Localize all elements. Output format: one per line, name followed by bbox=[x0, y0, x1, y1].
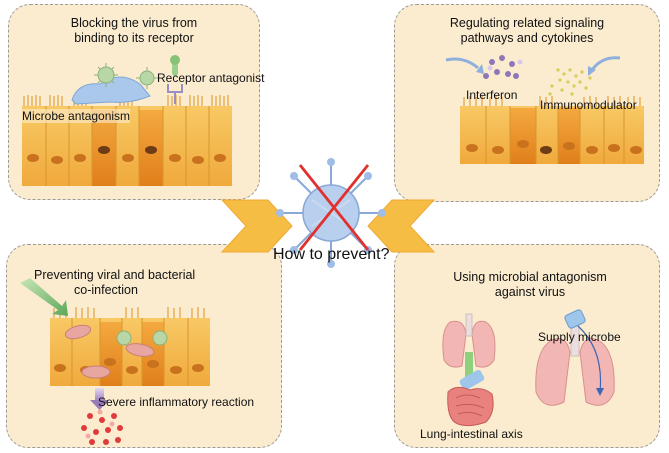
panel-top-right-title: Regulating related signaling pathways an… bbox=[449, 16, 605, 45]
epithelium-bottom-left bbox=[20, 278, 210, 445]
center-question: How to prevent? bbox=[273, 246, 390, 263]
cross-icon bbox=[298, 164, 370, 251]
chevron-left-icon bbox=[367, 199, 436, 253]
immunomodulator-label: Immunomodulator bbox=[540, 98, 637, 112]
receptor-antagonist-label: Receptor antagonist bbox=[157, 71, 265, 85]
inflammation-label: Severe inflammatory reaction bbox=[98, 395, 255, 409]
interferon-label: Interferon bbox=[466, 88, 518, 102]
panel-top-left-title: Blocking the virus from binding to its r… bbox=[70, 16, 198, 45]
chevron-right-icon bbox=[220, 199, 293, 253]
panel-bottom-right bbox=[394, 244, 660, 448]
panel-bottom-right-title: Using microbial antagonism against virus bbox=[453, 270, 607, 299]
supply-microbe-label: Supply microbe bbox=[538, 330, 621, 344]
epithelium-top-right bbox=[445, 55, 644, 164]
microbe-antagonism-label: Microbe antagonism bbox=[22, 109, 131, 123]
panel-bottom-left-title: Preventing viral and bacterial co-infect… bbox=[34, 268, 196, 297]
panel-top-right bbox=[394, 4, 660, 202]
organs-bottom-right bbox=[442, 309, 615, 427]
lung-intestinal-axis-label: Lung-intestinal axis bbox=[420, 427, 523, 441]
